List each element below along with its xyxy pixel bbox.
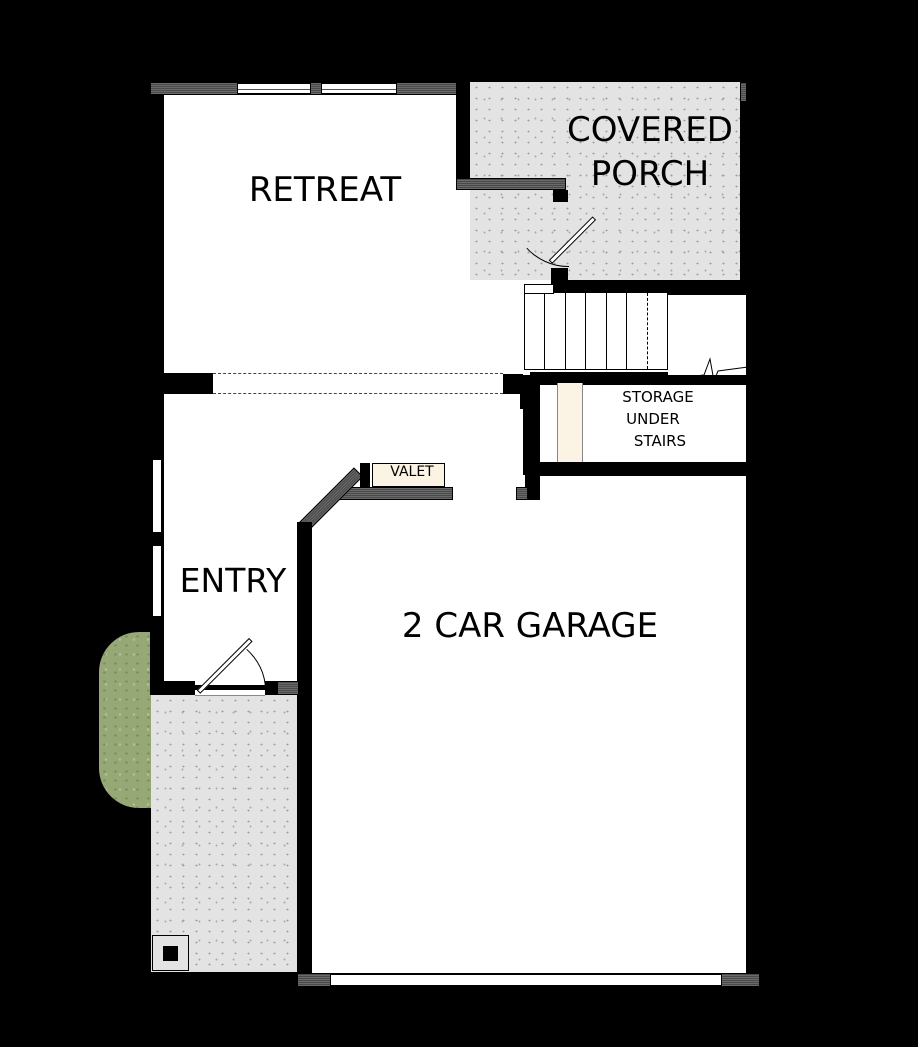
opening-line: [213, 373, 503, 394]
wall-top-mid: [310, 82, 322, 95]
garage-door[interactable]: [331, 973, 721, 987]
retreat-label: RETREAT: [248, 170, 402, 210]
stair-handrail: [524, 284, 554, 294]
wall-storage-left: [525, 454, 540, 500]
wall-top-left: [150, 82, 238, 95]
window-top-2: [322, 82, 396, 95]
storage-label-1: STORAGE: [622, 388, 694, 406]
wall-entry-bottom-left: [150, 681, 195, 695]
wall-garage-bottom-left: [297, 973, 331, 987]
wall-top-right: [396, 82, 466, 95]
entry-door-threshold: [195, 690, 265, 696]
wall-valet-shelf: [335, 487, 453, 500]
window-entry-2: [151, 546, 163, 616]
retreat-floor: [163, 95, 458, 375]
wall-porch-door-jamb: [553, 190, 568, 202]
wall-garage-bottom-right: [721, 973, 760, 987]
valet-label: VALET: [390, 464, 434, 480]
bush: [99, 632, 151, 808]
wall-stair-stub-2: [520, 384, 528, 409]
garage-floor-upper: [360, 500, 530, 520]
break-line-icon: [666, 357, 748, 383]
porch-post: [152, 935, 189, 971]
garage-floor: [312, 475, 748, 975]
staircase: [524, 292, 668, 370]
wall-porch-bottom: [456, 178, 566, 190]
wall-stair-stub: [503, 374, 523, 394]
wall-porch-door-jamb-lower: [551, 268, 568, 293]
wall-storage-bottom: [528, 462, 748, 476]
covered-porch-label-2: PORCH: [590, 154, 710, 194]
garage-label: 2 CAR GARAGE: [401, 606, 659, 646]
wall-valet-post: [360, 463, 370, 488]
covered-porch-label-1: COVERED: [567, 110, 733, 150]
wall-stair-bottom: [530, 372, 668, 384]
storage-label-2: UNDER: [626, 410, 680, 428]
storage-shelf: [557, 383, 583, 463]
wall-storage-stub: [516, 487, 528, 500]
wall-retreat-stub: [163, 373, 213, 394]
wall-garage-left: [297, 522, 312, 982]
window-entry-1: [151, 460, 163, 532]
wall-porch-south: [566, 280, 748, 294]
wall-entry-bottom-gray: [277, 681, 299, 695]
storage-label-3: STAIRS: [633, 432, 687, 450]
wall-right: [746, 82, 760, 982]
wall-porch-left: [456, 82, 470, 190]
wall-entry-bottom-right: [265, 681, 277, 695]
entry-label: ENTRY: [179, 561, 287, 600]
valet-box: [372, 463, 445, 487]
front-walk-floor: [151, 695, 297, 972]
wall-left: [150, 82, 164, 692]
window-top-1: [238, 82, 310, 95]
